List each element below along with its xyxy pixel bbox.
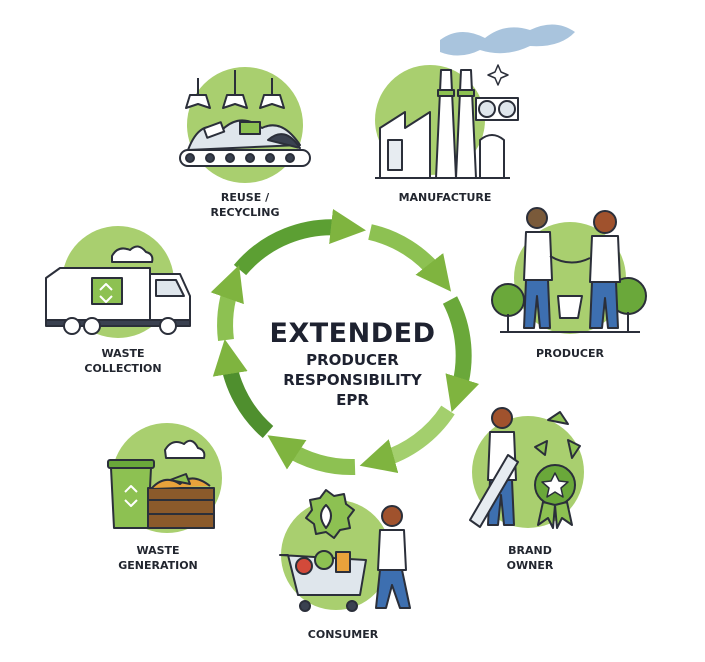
- factory-icon: [375, 24, 575, 179]
- arrow-segment-6: [212, 339, 274, 439]
- label-consumer: CONSUMER: [307, 628, 379, 641]
- label-manufacture: MANUFACTURE: [398, 191, 492, 204]
- arrow-segment-2: [368, 224, 452, 292]
- waste-bin-icon: [107, 423, 222, 533]
- handshake-people-icon: [491, 207, 647, 334]
- cycle-arrows: [210, 208, 480, 476]
- recycling-conveyor-icon: [179, 67, 311, 183]
- arrow-segment-7: [210, 265, 244, 341]
- garbage-truck-icon: [45, 226, 191, 338]
- label-waste-collection: WASTE COLLECTION: [84, 347, 162, 375]
- label-reuse-recycling: REUSE / RECYCLING: [210, 191, 280, 219]
- label-producer: PRODUCER: [535, 347, 604, 360]
- title-extended: EXTENDED: [269, 318, 436, 349]
- brand-owner-award-icon: [469, 407, 584, 529]
- label-waste-generation: WASTE GENERATION: [118, 544, 198, 572]
- label-brand-owner: BRAND OWNER: [506, 544, 554, 572]
- shopping-cart-consumer-icon: [279, 489, 411, 612]
- arrow-segment-5: [267, 435, 356, 476]
- title-producer: PRODUCER: [306, 351, 399, 369]
- title-responsibility: RESPONSIBILITY: [283, 371, 422, 389]
- arrow-segment-4: [359, 405, 455, 474]
- arrow-segment-3: [442, 296, 480, 413]
- title-epr: EPR: [336, 391, 369, 409]
- arrow-segment-1: [233, 208, 366, 276]
- center-title: EXTENDED PRODUCER RESPONSIBILITY EPR: [230, 318, 475, 410]
